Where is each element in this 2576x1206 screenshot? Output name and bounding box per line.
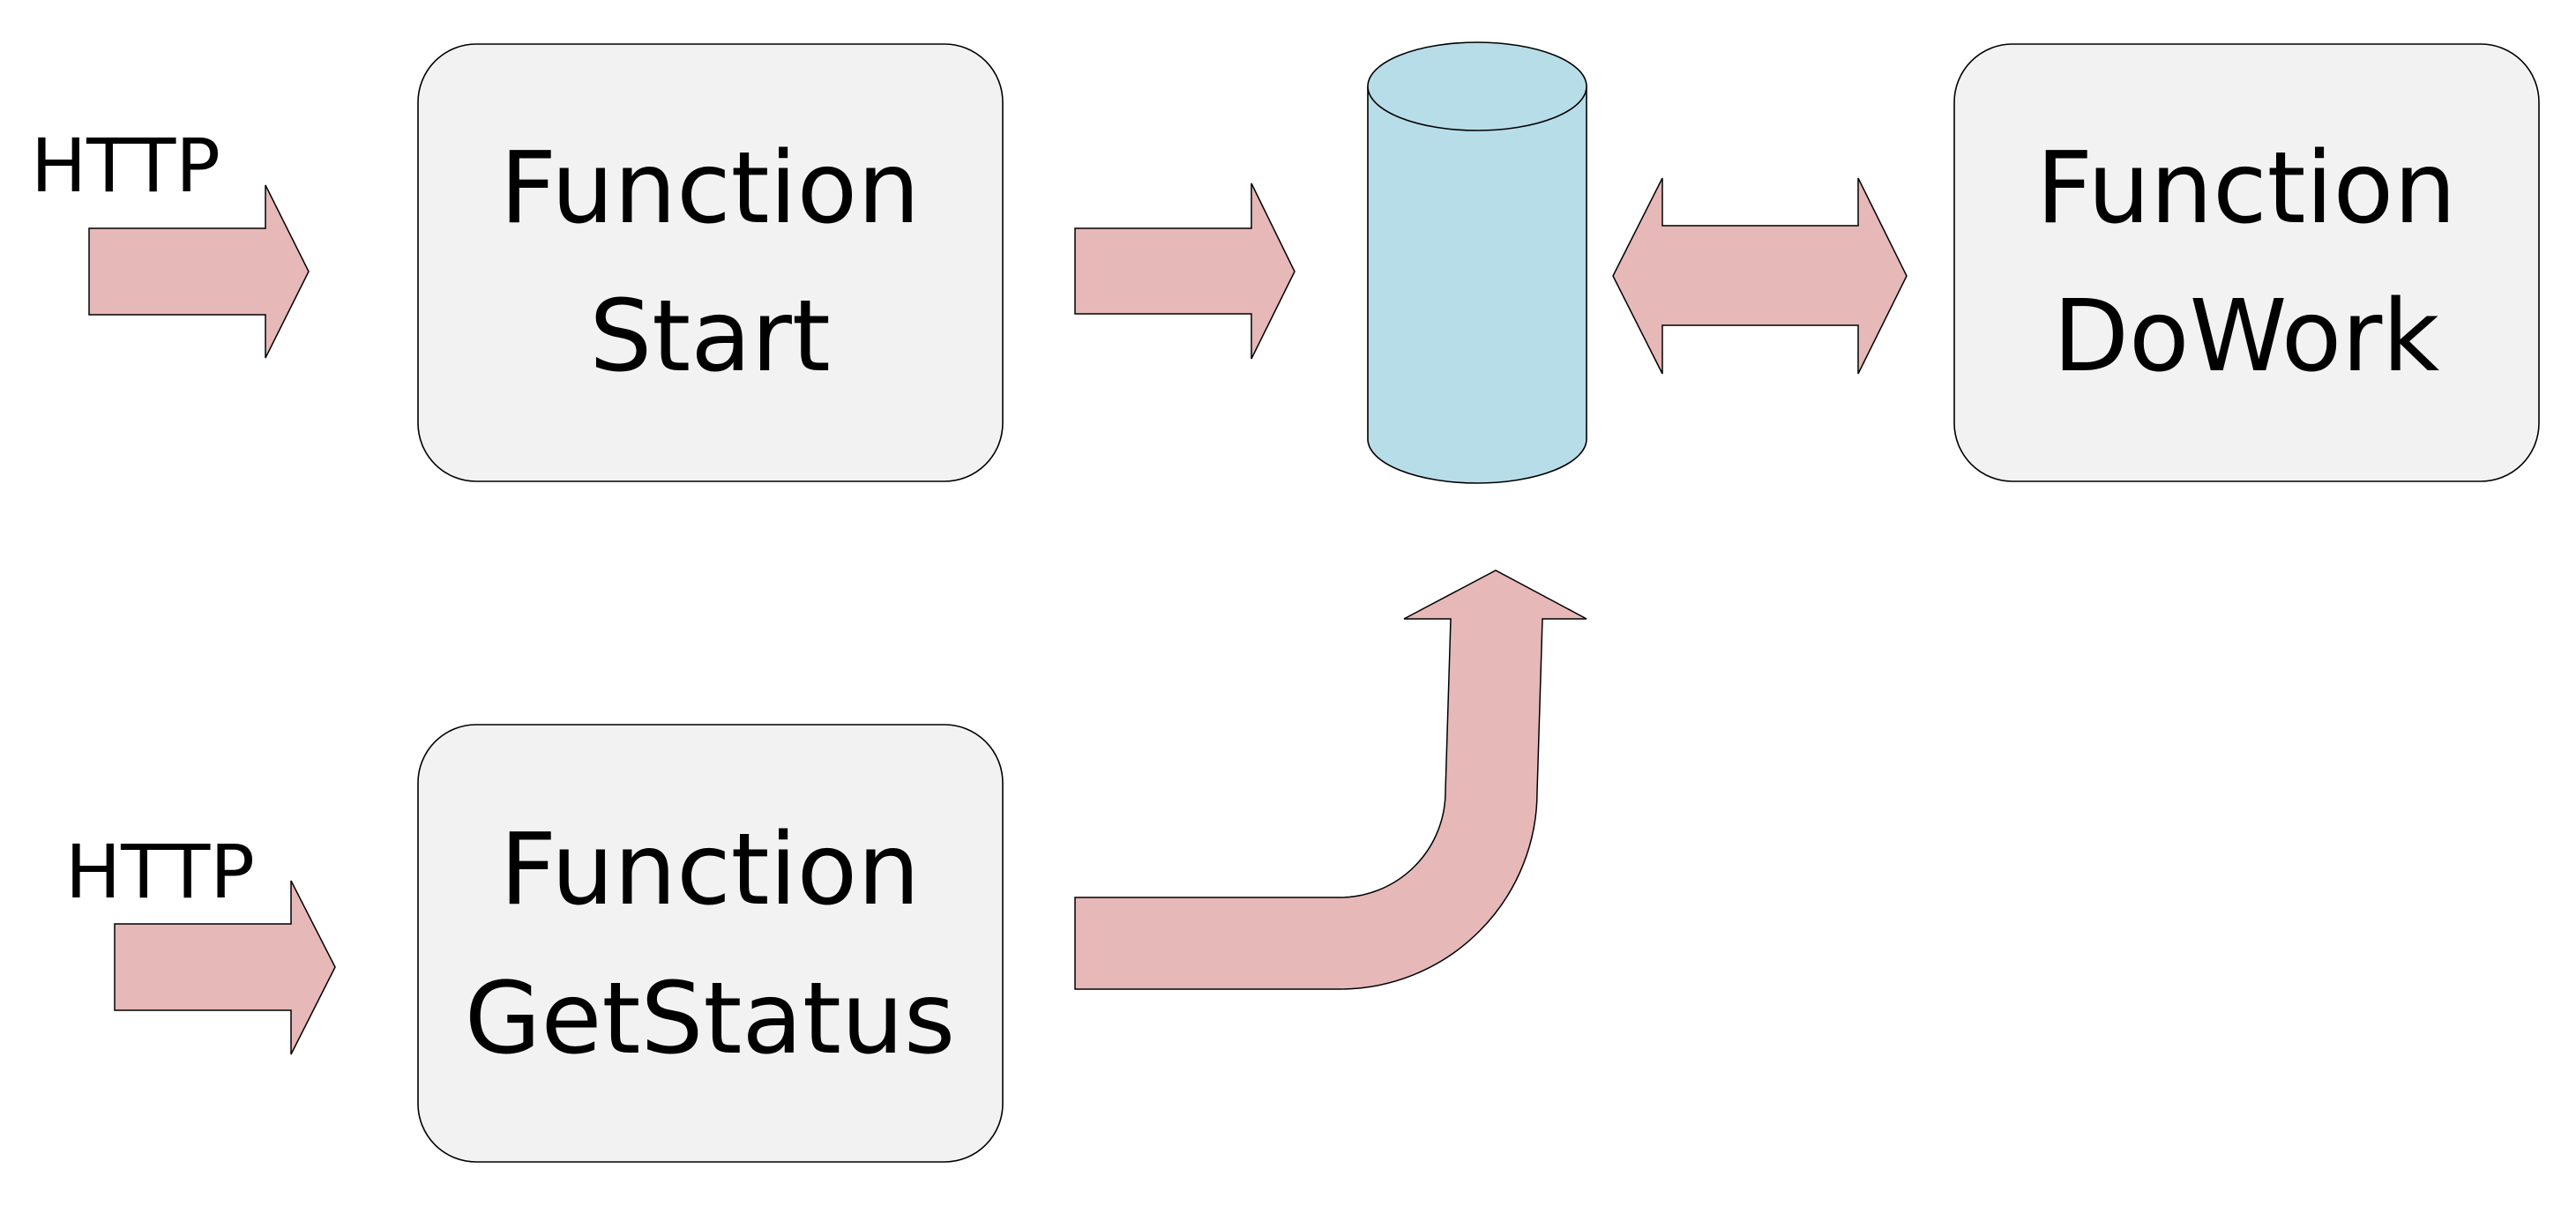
storage-cylinder-icon	[1367, 41, 1587, 484]
function-start-rect	[417, 43, 1004, 482]
function-start-name: Start	[589, 279, 831, 394]
getstatus-to-storage-arrow	[1074, 570, 1587, 990]
function-start-box: Function Start	[417, 43, 1004, 482]
http-trigger-label-top: HTTP	[31, 123, 220, 209]
function-dowork-name: DoWork	[2053, 279, 2440, 394]
storage-cylinder-top	[1367, 41, 1587, 131]
function-getstatus-box: Function GetStatus	[417, 724, 1004, 1163]
function-dowork-title: Function	[2036, 131, 2456, 246]
function-dowork-box: Function DoWork	[1953, 43, 2540, 482]
storage-dowork-double-arrow	[1612, 177, 1908, 375]
start-to-storage-arrow	[1074, 182, 1295, 360]
storage-cylinder-body	[1367, 86, 1587, 484]
function-getstatus-name: GetStatus	[465, 962, 956, 1076]
http-trigger-label-bottom: HTTP	[65, 829, 255, 915]
function-start-title: Function	[500, 131, 920, 246]
function-dowork-rect	[1953, 43, 2540, 482]
function-getstatus-title: Function	[500, 813, 920, 927]
http-arrow-top	[88, 184, 310, 359]
function-getstatus-rect	[417, 724, 1004, 1163]
http-arrow-bottom	[114, 880, 336, 1055]
